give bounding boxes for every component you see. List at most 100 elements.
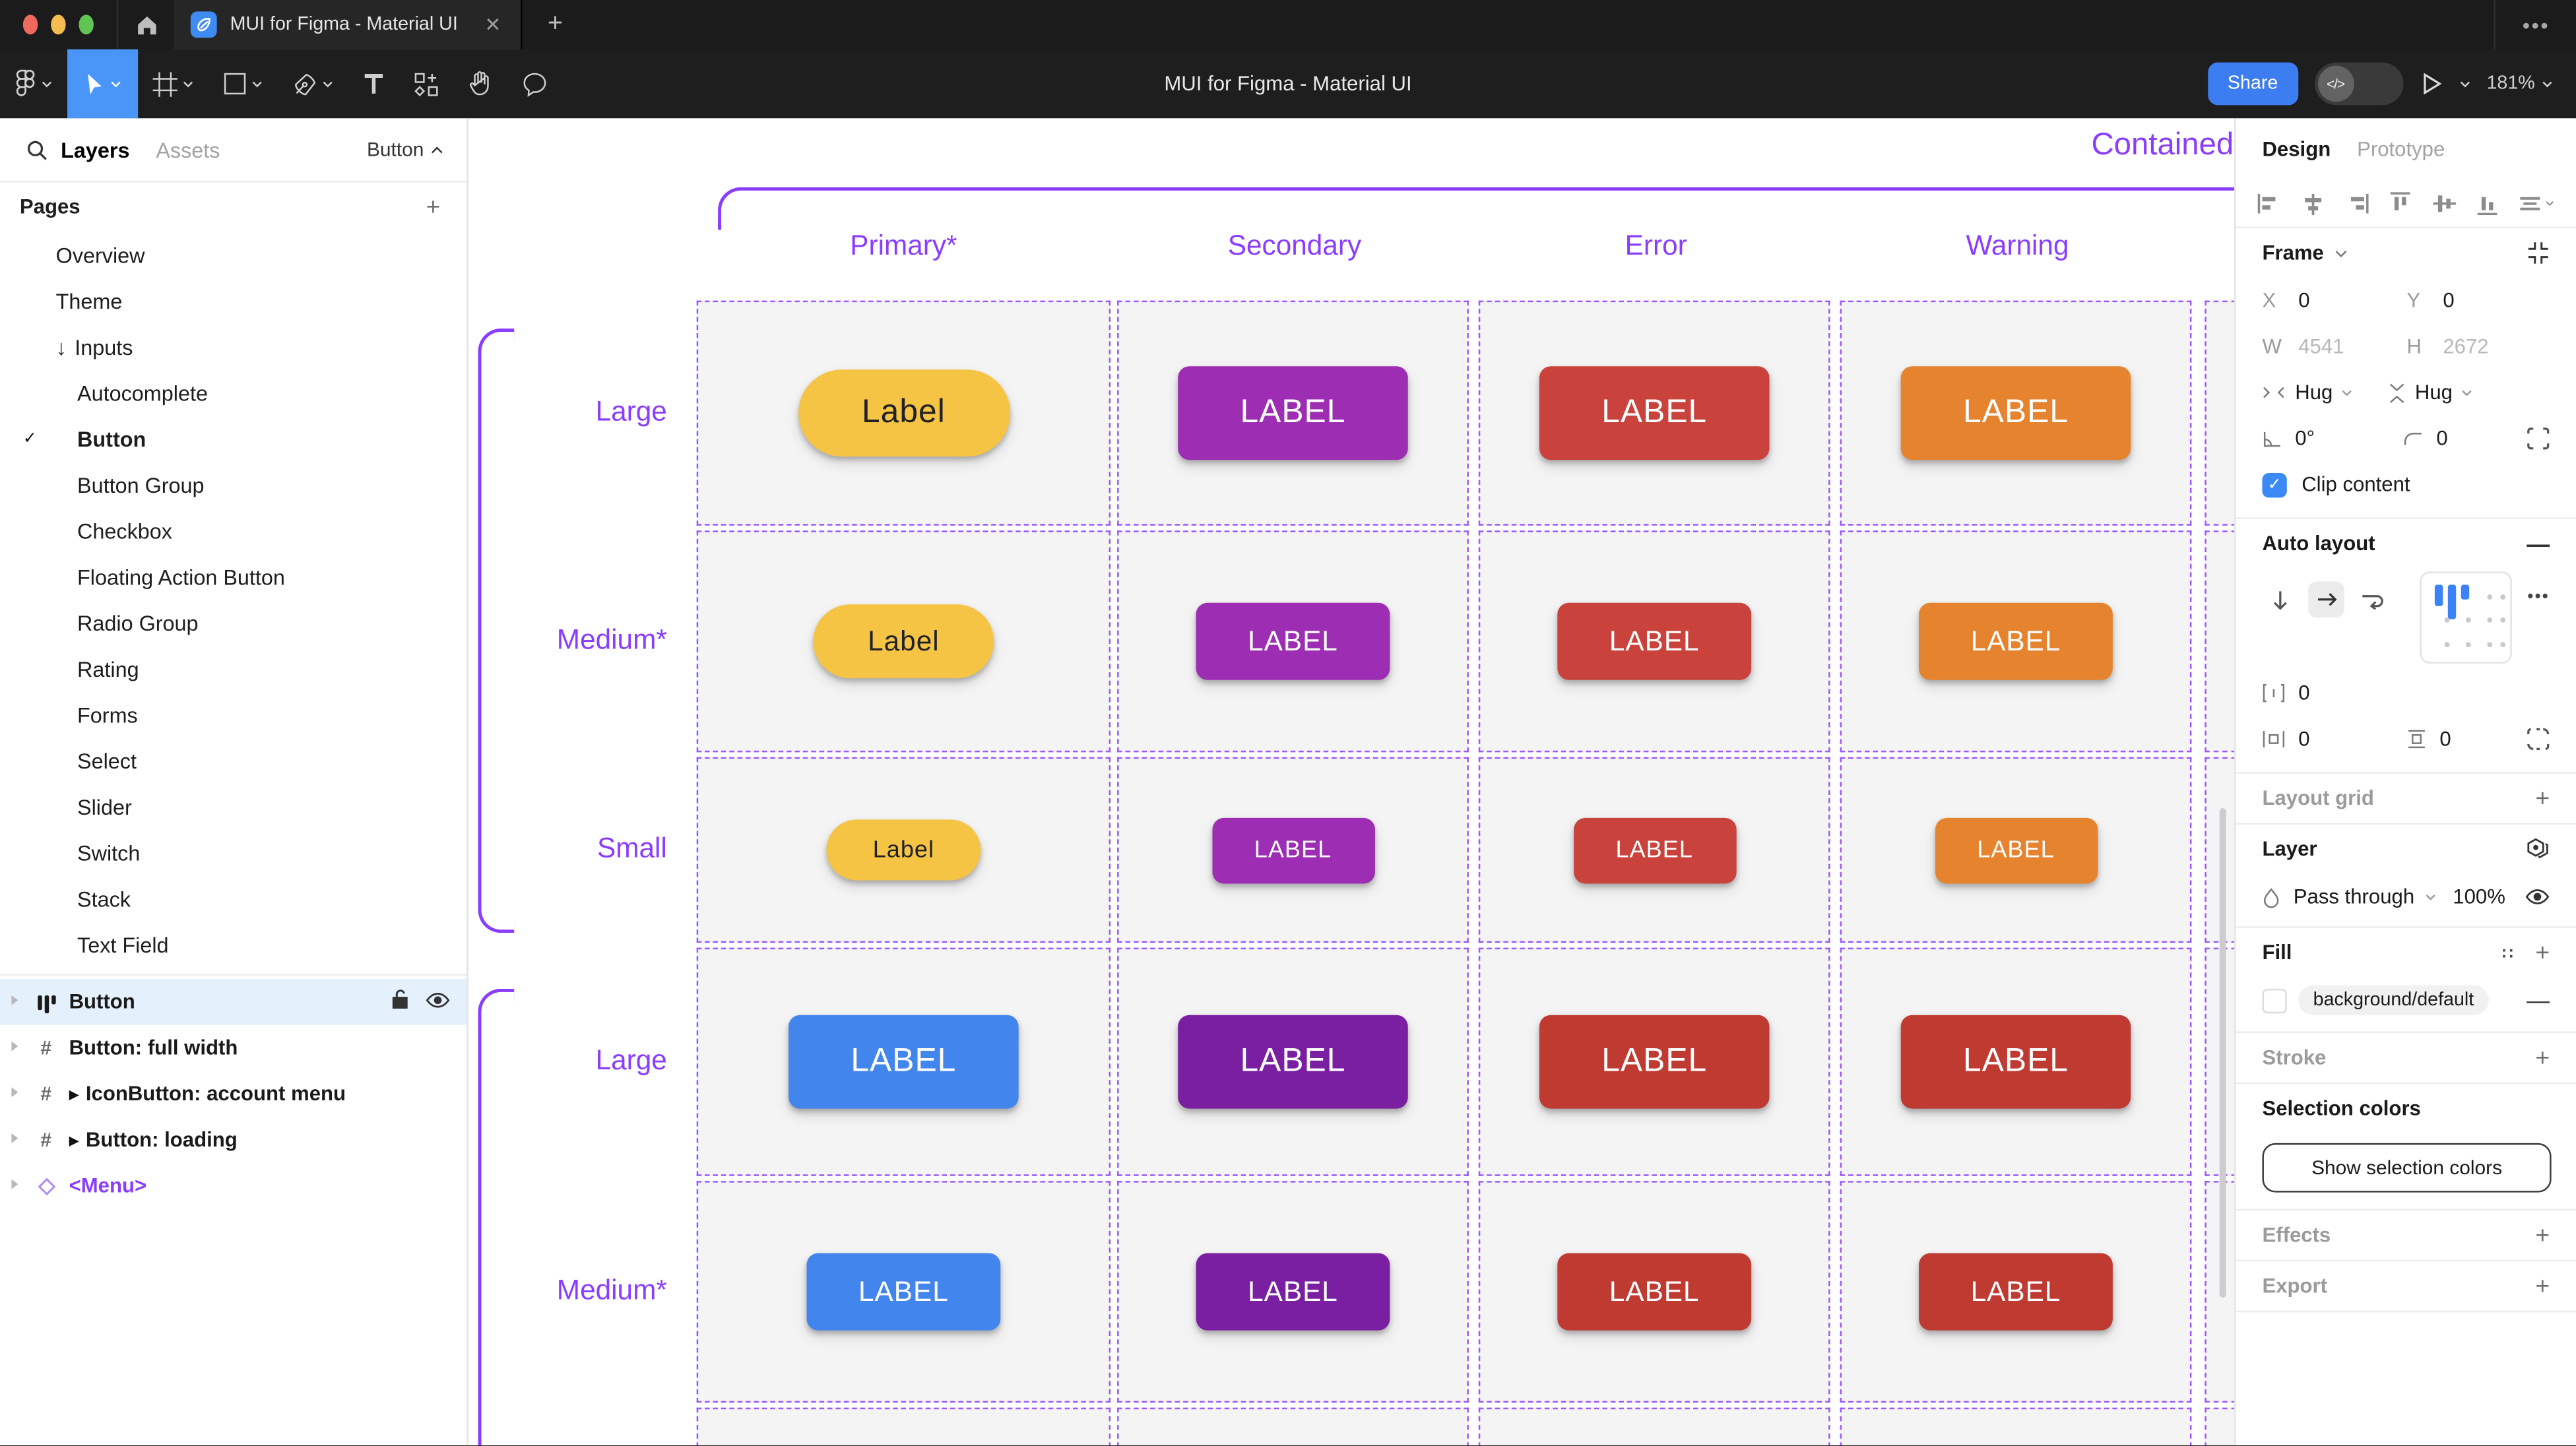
pen-tool-button[interactable] [278,49,348,119]
layer-row-iconbutton-account-menu[interactable]: #▶IconButton: account menu [0,1071,467,1117]
mui-button-sample[interactable]: LABEL [1934,817,2098,883]
mui-button-sample[interactable]: LABEL [1919,1253,2113,1331]
sidebar-page-rating[interactable]: Rating [0,645,467,691]
frame-name-label[interactable]: Contained [2091,128,2234,163]
sidebar-page-overview[interactable]: Overview [0,232,467,278]
x-input[interactable]: 0 [2298,289,2310,313]
clip-content-checkbox[interactable]: ✓ [2262,472,2287,497]
hug-horizontal-select[interactable]: Hug [2295,381,2333,404]
align-left-icon[interactable] [2257,193,2280,214]
sidebar-page-autocomplete[interactable]: Autocomplete [0,369,467,416]
y-input[interactable]: 0 [2443,289,2455,313]
add-stroke-icon[interactable]: + [2535,1044,2550,1072]
collapse-icon[interactable] [2527,241,2550,265]
horizontal-padding-input[interactable]: 0 [2298,727,2310,751]
visibility-icon[interactable] [2525,889,2550,905]
file-tab[interactable]: MUI for Figma - Material UI ✕ [174,0,523,49]
mui-button-sample[interactable]: Label [797,369,1010,457]
unlock-icon[interactable] [391,989,409,1015]
align-bottom-icon[interactable] [2477,192,2497,216]
blend-mode-select[interactable]: Pass through [2293,885,2415,908]
sidebar-page-radio-group[interactable]: Radio Group [0,600,467,646]
mui-button-sample[interactable]: LABEL [1178,1015,1408,1109]
move-tool-button[interactable] [67,49,139,119]
opacity-input[interactable]: 100% [2453,885,2505,908]
show-selection-colors-button[interactable]: Show selection colors [2262,1143,2552,1193]
layout-horizontal-icon[interactable] [2308,581,2344,618]
mui-button-sample[interactable]: Label [826,819,981,881]
mui-button-sample[interactable]: LABEL [1539,366,1770,460]
sidebar-page-floating-action-button[interactable]: Floating Action Button [0,553,467,600]
component-selector[interactable]: Button [367,138,443,161]
visibility-icon[interactable] [426,990,450,1013]
layer-row-button-loading[interactable]: #▶Button: loading [0,1117,467,1163]
gap-input[interactable]: 0 [2298,681,2310,705]
alignment-grid[interactable] [2420,571,2512,664]
sidebar-page-button[interactable]: ✓Button [0,416,467,462]
mui-button-sample[interactable]: LABEL [1557,602,1752,680]
sidebar-page-stack[interactable]: Stack [0,875,467,922]
chevron-down-icon[interactable] [2459,80,2470,88]
mui-button-sample[interactable]: LABEL [1211,817,1374,883]
chevron-down-icon[interactable] [2334,249,2347,257]
resources-tool-button[interactable] [399,49,453,119]
mui-button-sample[interactable]: LABEL [1557,1253,1752,1331]
mui-button-sample[interactable]: LABEL [1900,366,2131,460]
clip-content-row[interactable]: ✓ Clip content [2236,462,2576,508]
distribute-menu[interactable] [2519,194,2555,214]
frame-section-title[interactable]: Frame [2262,241,2324,265]
shape-tool-button[interactable] [209,49,278,119]
vertical-padding-input[interactable]: 0 [2439,727,2451,751]
search-icon[interactable] [26,139,48,160]
sidebar-page-theme[interactable]: Theme [0,278,467,324]
align-right-icon[interactable] [2346,193,2369,214]
fill-color-swatch[interactable] [2262,988,2287,1013]
align-h-center-icon[interactable] [2302,193,2325,214]
new-tab-button[interactable]: + [547,9,564,38]
expand-chevron-icon[interactable] [10,1178,30,1194]
figma-menu-button[interactable] [0,49,67,119]
sidebar-page-forms[interactable]: Forms [0,691,467,738]
height-input[interactable]: 2672 [2443,334,2489,358]
canvas-scrollbar[interactable] [2219,807,2226,1298]
mui-button-sample[interactable]: LABEL [789,1015,1019,1109]
layer-row-button[interactable]: Button [0,978,467,1025]
mui-button-sample[interactable]: LABEL [1539,1015,1770,1109]
add-effect-icon[interactable]: + [2535,1221,2550,1249]
expand-chevron-icon[interactable] [10,1086,30,1102]
width-input[interactable]: 4541 [2298,334,2344,358]
rotation-input[interactable]: 0° [2295,427,2315,451]
minimize-window-button[interactable] [51,15,66,35]
hug-vertical-select[interactable]: Hug [2414,381,2453,404]
text-tool-button[interactable] [348,49,399,119]
tab-layers[interactable]: Layers [61,137,130,162]
mui-button-sample[interactable]: LABEL [806,1253,1001,1331]
tab-assets[interactable]: Assets [156,137,220,162]
mui-button-sample[interactable]: LABEL [1178,366,1408,460]
expand-chevron-icon[interactable] [10,1131,30,1148]
independent-padding-icon[interactable] [2527,728,2550,751]
tab-design[interactable]: Design [2262,138,2331,162]
add-export-icon[interactable]: + [2535,1272,2550,1300]
more-options-icon[interactable]: ••• [2522,12,2550,38]
sidebar-page-switch[interactable]: Switch [0,829,467,875]
sidebar-page-slider[interactable]: Slider [0,784,467,830]
layout-wrap-icon[interactable] [2354,581,2391,617]
align-top-icon[interactable] [2391,192,2411,215]
align-v-center-icon[interactable] [2432,192,2456,215]
auto-layout-more-icon[interactable]: ••• [2527,588,2550,606]
remove-auto-layout-icon[interactable]: — [2527,530,2550,557]
layer-row-button-full-width[interactable]: #Button: full width [0,1025,467,1071]
comment-tool-button[interactable] [507,49,562,119]
mui-button-sample[interactable]: LABEL [1900,1015,2131,1109]
independent-corners-icon[interactable] [2527,427,2550,450]
layout-vertical-icon[interactable] [2262,581,2298,617]
expand-chevron-icon[interactable] [10,1040,30,1056]
sidebar-page-checkbox[interactable]: Checkbox [0,507,467,553]
close-tab-icon[interactable]: ✕ [484,13,501,36]
zoom-menu[interactable]: 181% [2487,74,2554,94]
mui-button-sample[interactable]: Label [813,604,994,679]
sidebar-page-inputs[interactable]: ↓Inputs [0,323,467,369]
sidebar-page-button-group[interactable]: Button Group [0,462,467,508]
remove-fill-icon[interactable]: — [2527,987,2550,1014]
